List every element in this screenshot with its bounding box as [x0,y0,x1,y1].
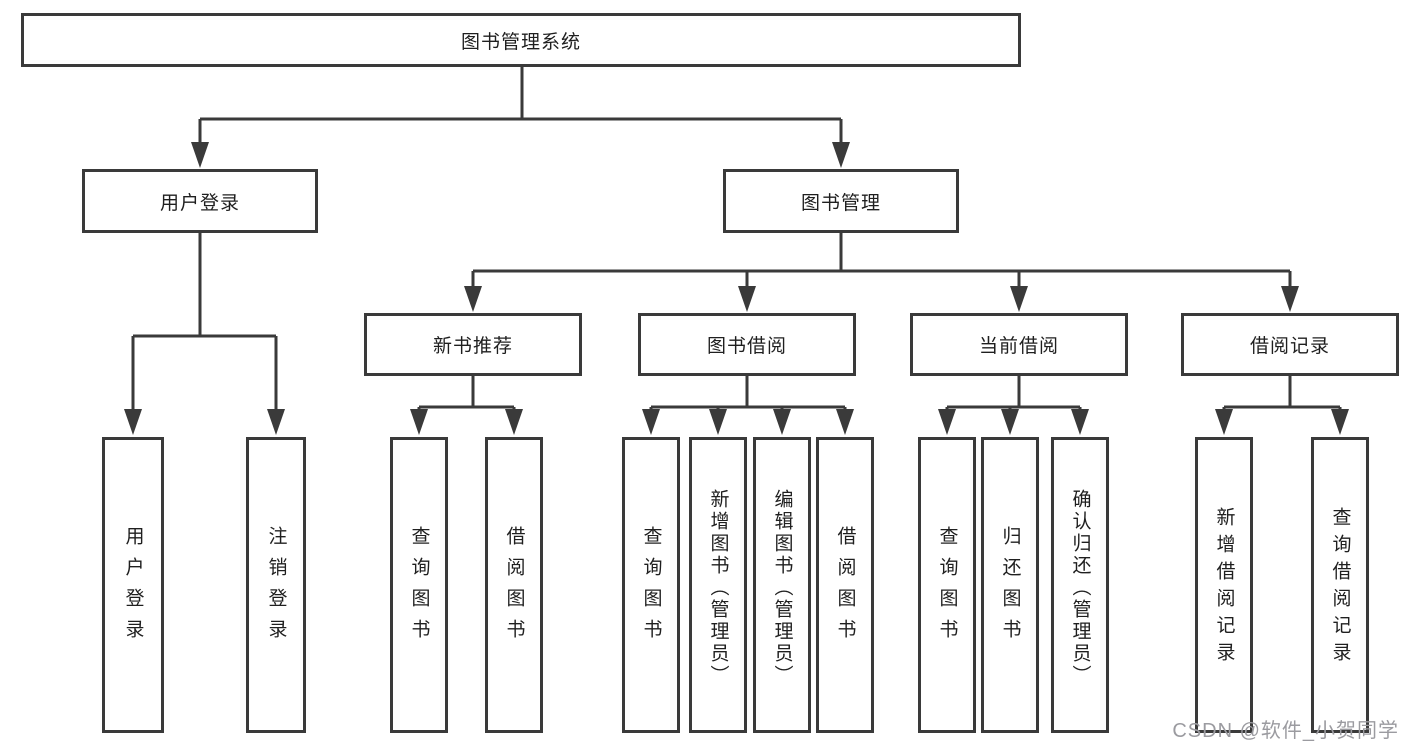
leaf-rec-query-record: 查询借阅记录 [1311,437,1369,733]
arrow-nb-borrow [505,409,523,435]
leaf-bb-add-books-admin: 新增图书（管理员） [689,437,747,733]
leaf-bb-edit-books-admin: 编辑图书（管理员） [753,437,811,733]
leaf-cb-query-books: 查询图书 [918,437,976,733]
node-current-borrow: 当前借阅 [910,313,1128,376]
node-new-book-recommend: 新书推荐 [364,313,582,376]
node-borrow-records: 借阅记录 [1181,313,1399,376]
arrow-bb-borrow [836,409,854,435]
arrow-nb-query [410,409,428,435]
leaf-nb-borrow-books: 借阅图书 [485,437,543,733]
arrow-cb-return [1001,409,1019,435]
arrow-book-mgmt [832,142,850,168]
arrow-rec-add [1215,409,1233,435]
leaf-cb-confirm-return-admin: 确认归还（管理员） [1051,437,1109,733]
arrow-bb-query [642,409,660,435]
arrow-records [1281,286,1299,312]
node-book-borrow: 图书借阅 [638,313,856,376]
arrow-newbooks [464,286,482,312]
leaf-nb-query-books: 查询图书 [390,437,448,733]
arrow-bb-add [709,409,727,435]
arrow-rec-query [1331,409,1349,435]
leaf-logout: 注销登录 [246,437,306,733]
node-root: 图书管理系统 [21,13,1021,67]
arrow-cb-query [938,409,956,435]
node-book-management: 图书管理 [723,169,959,233]
arrowheads [124,142,1349,435]
arrow-bb-edit [773,409,791,435]
leaf-bb-borrow-books: 借阅图书 [816,437,874,733]
csdn-watermark: CSDN @软件_小贺同学 [1172,720,1399,742]
leaf-bb-query-books: 查询图书 [622,437,680,733]
arrow-current [1010,286,1028,312]
leaf-cb-return-books: 归还图书 [981,437,1039,733]
arrow-cb-confirm [1071,409,1089,435]
node-user-login: 用户登录 [82,169,318,233]
arrow-logout [267,409,285,435]
arrow-login [124,409,142,435]
arrow-borrow [738,286,756,312]
leaf-user-login: 用户登录 [102,437,164,733]
leaf-rec-add-record: 新增借阅记录 [1195,437,1253,733]
arrow-user-login [191,142,209,168]
